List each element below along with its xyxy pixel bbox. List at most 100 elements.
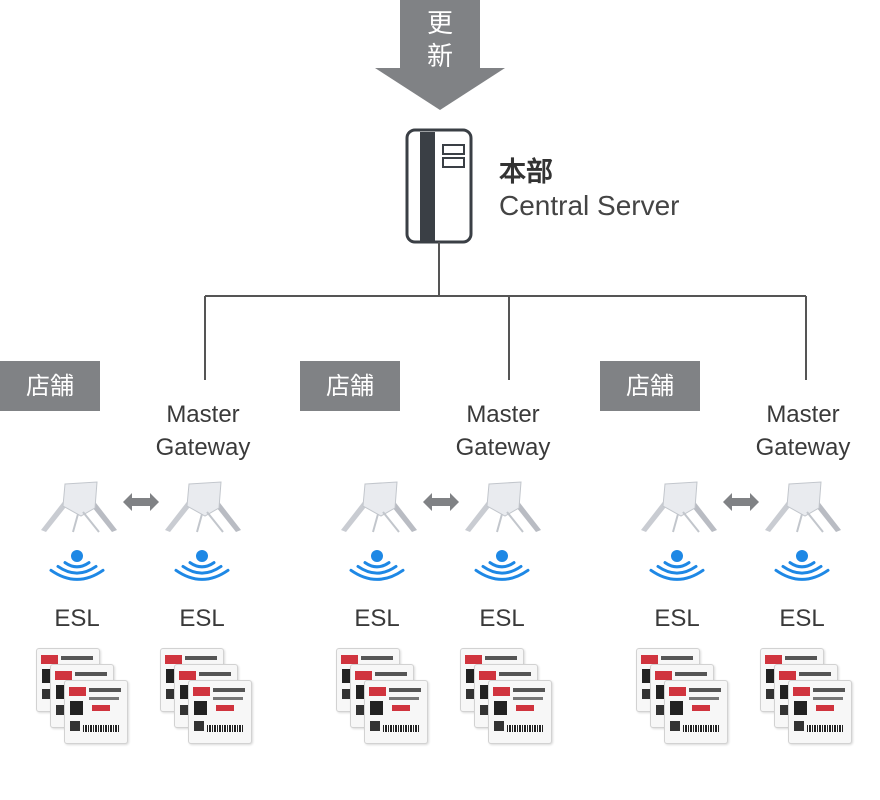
esl-tag-hdr xyxy=(69,687,86,696)
esl-tag-hdr xyxy=(165,655,182,664)
esl-tag-stack xyxy=(36,648,136,758)
esl-tag-price xyxy=(692,705,710,711)
esl-tag-qr xyxy=(56,705,66,715)
esl-tag-hdr2 xyxy=(389,688,421,692)
esl-tag-hdr2 xyxy=(185,656,217,660)
store-label: 店舗 xyxy=(300,361,400,411)
esl-tag-price xyxy=(92,705,110,711)
gateway-device-icon xyxy=(465,481,541,533)
esl-tag-stack xyxy=(636,648,736,758)
gateway-label: Master Gateway xyxy=(133,398,273,464)
esl-tag-bar xyxy=(683,725,719,732)
esl-tag-logo xyxy=(370,701,383,715)
esl-tag-line1 xyxy=(813,697,843,700)
hq-subtitle: Central Server xyxy=(499,190,680,221)
esl-tag-hdr xyxy=(641,655,658,664)
esl-tag-price xyxy=(216,705,234,711)
esl-tag-line1 xyxy=(513,697,543,700)
esl-tag-hdr xyxy=(55,671,72,680)
esl-tag-qr xyxy=(670,721,680,731)
esl-tag xyxy=(488,680,552,744)
esl-tag-hdr xyxy=(341,655,358,664)
esl-tag-hdr2 xyxy=(785,656,817,660)
esl-tag-hdr xyxy=(479,671,496,680)
esl-label: ESL xyxy=(654,605,700,632)
gateway-label-line1: Master xyxy=(766,401,840,428)
esl-tag-stack xyxy=(460,648,560,758)
wifi-icon xyxy=(349,550,405,581)
esl-tag xyxy=(364,680,428,744)
esl-tag-qr xyxy=(42,689,52,699)
esl-tag-hdr2 xyxy=(689,688,721,692)
gateway-label-line1: Master xyxy=(166,401,240,428)
wifi-icon xyxy=(174,550,230,581)
esl-tag-hdr xyxy=(41,655,58,664)
esl-label: ESL xyxy=(479,605,525,632)
store-units xyxy=(41,481,841,581)
esl-tag-price xyxy=(816,705,834,711)
esl-tag-qr xyxy=(656,705,666,715)
esl-tag-qr xyxy=(194,721,204,731)
esl-tag-hdr2 xyxy=(485,656,517,660)
gateway-label-line2: Gateway xyxy=(755,434,851,461)
esl-tag-bar xyxy=(507,725,543,732)
gateway-label: Master Gateway xyxy=(733,398,873,464)
update-label-2: 新 xyxy=(426,42,453,72)
gateway-label-line1: Master xyxy=(466,401,540,428)
esl-tag-logo xyxy=(494,701,507,715)
esl-tag-bar xyxy=(83,725,119,732)
esl-tag-qr xyxy=(794,721,804,731)
esl-tag-qr xyxy=(494,721,504,731)
esl-tag-logo xyxy=(670,701,683,715)
gateway-device-icon xyxy=(641,481,717,533)
esl-tag-line1 xyxy=(689,697,719,700)
esl-tag-logo xyxy=(70,701,83,715)
esl-tag-stack xyxy=(160,648,260,758)
gateway-device-icon xyxy=(765,481,841,533)
esl-tag-hdr xyxy=(179,671,196,680)
esl-tag-qr xyxy=(342,689,352,699)
esl-tag-hdr2 xyxy=(499,672,531,676)
esl-label: ESL xyxy=(54,605,100,632)
esl-tag-price xyxy=(516,705,534,711)
esl-tag-hdr2 xyxy=(213,688,245,692)
esl-tag-bar xyxy=(383,725,419,732)
esl-tag-hdr2 xyxy=(89,688,121,692)
esl-tag-line1 xyxy=(89,697,119,700)
esl-tag-hdr xyxy=(493,687,510,696)
esl-label: ESL xyxy=(179,605,225,632)
wifi-icon xyxy=(774,550,830,581)
store-label: 店舗 xyxy=(0,361,100,411)
esl-tag-hdr2 xyxy=(661,656,693,660)
esl-tag-bar xyxy=(807,725,843,732)
esl-tag-hdr2 xyxy=(375,672,407,676)
esl-tag-qr xyxy=(642,689,652,699)
esl-tag-line1 xyxy=(389,697,419,700)
esl-tag-qr xyxy=(466,689,476,699)
esl-tag-hdr xyxy=(779,671,796,680)
esl-tag-qr xyxy=(70,721,80,731)
esl-tag-bar xyxy=(207,725,243,732)
esl-tag-hdr xyxy=(355,671,372,680)
esl-tag-qr xyxy=(480,705,490,715)
esl-tag-qr xyxy=(766,689,776,699)
esl-tag-hdr xyxy=(193,687,210,696)
wifi-icon xyxy=(474,550,530,581)
esl-tag-logo xyxy=(194,701,207,715)
esl-tag-logo xyxy=(794,701,807,715)
esl-tag-hdr xyxy=(793,687,810,696)
esl-tag-hdr xyxy=(655,671,672,680)
esl-tag-stack xyxy=(760,648,860,758)
store-label: 店舗 xyxy=(600,361,700,411)
gateway-label-line2: Gateway xyxy=(455,434,551,461)
esl-label: ESL xyxy=(354,605,400,632)
update-arrow xyxy=(375,0,505,110)
wifi-icon xyxy=(49,550,105,581)
esl-tag-qr xyxy=(356,705,366,715)
esl-tag-hdr2 xyxy=(675,672,707,676)
gateway-label-line2: Gateway xyxy=(155,434,251,461)
esl-tag-hdr2 xyxy=(813,688,845,692)
esl-tag-qr xyxy=(780,705,790,715)
esl-tag xyxy=(788,680,852,744)
